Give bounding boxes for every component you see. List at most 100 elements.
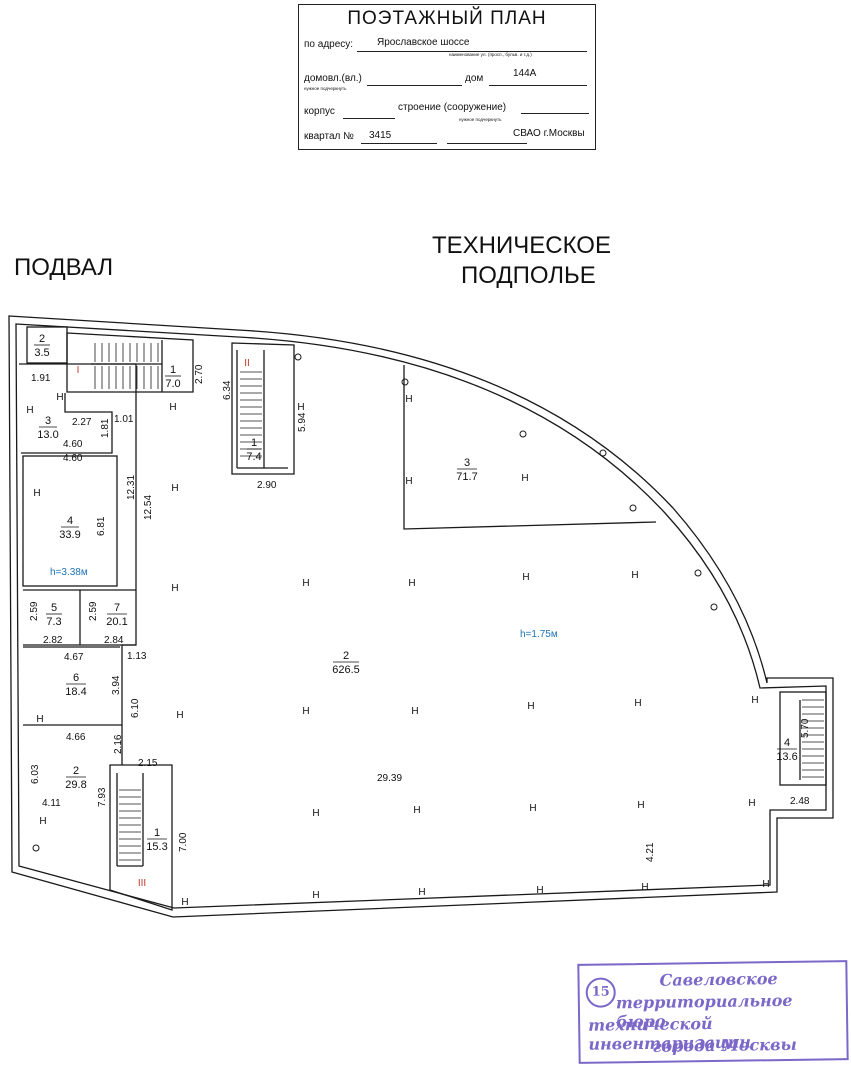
dim: 7.00: [178, 832, 189, 852]
domovl-label: домовл.(вл.): [304, 73, 362, 84]
room-7-area: 20.1: [106, 616, 127, 628]
address-label: по адресу:: [304, 39, 354, 50]
address-line: [357, 51, 587, 52]
room-6-area: 18.4: [65, 686, 86, 698]
room-5-num: 5: [51, 602, 57, 614]
outer-wall: [8, 315, 834, 918]
h-marker: Н: [631, 570, 638, 581]
h-marker: Н: [641, 882, 648, 893]
tech-underfloor-heading-line2: ПОДПОЛЬЕ: [461, 262, 596, 289]
dim: 6.81: [96, 516, 107, 536]
korpus-line: [343, 118, 395, 119]
stair-block-3: [109, 764, 173, 911]
domovl-hint: нужное подчеркнуть: [304, 86, 347, 91]
dim: 6.34: [222, 380, 233, 400]
room-2a-area: 3.5: [34, 347, 49, 359]
room-2b-area: 29.8: [65, 779, 86, 791]
dim: 1.13: [127, 651, 147, 662]
dim: 7.93: [97, 787, 108, 807]
column-marker: [519, 430, 527, 438]
stroenie-hint: нужное подчеркнуть: [459, 117, 502, 122]
dim: 4.66: [66, 732, 86, 743]
dim: 1.01: [114, 414, 134, 425]
h-marker: Н: [748, 798, 755, 809]
h-marker: Н: [26, 405, 33, 416]
room-2b-num: 2: [73, 765, 79, 777]
stair-mark-i: I: [77, 365, 80, 376]
h-marker: Н: [169, 402, 176, 413]
h-marker: Н: [762, 879, 769, 890]
dim: 3.94: [111, 675, 122, 695]
h-marker: Н: [527, 701, 534, 712]
h-marker: Н: [171, 583, 178, 594]
column-marker: [401, 378, 409, 386]
h-marker: Н: [408, 578, 415, 589]
title-heading: ПОЭТАЖНЫЙ ПЛАН: [347, 8, 547, 29]
h-marker: Н: [634, 698, 641, 709]
room-1b-area: 15.3: [146, 841, 167, 853]
room-1a-area: 7.0: [165, 378, 180, 390]
dim: 2.70: [194, 364, 205, 384]
stroenie-line: [521, 113, 589, 114]
room-7-num: 7: [114, 602, 120, 614]
column-marker: [32, 844, 40, 852]
h-marker: Н: [529, 803, 536, 814]
address-value: Ярославское шоссе: [377, 37, 470, 48]
room-71-outline: [403, 365, 657, 530]
basement-heading: ПОДВАЛ: [14, 254, 114, 281]
dim: 2.16: [113, 734, 124, 754]
room-3a-area: 13.0: [37, 429, 58, 441]
column-markers: [32, 353, 718, 852]
h-marker: Н: [39, 816, 46, 827]
h-marker: Н: [521, 473, 528, 484]
dim: 5.94: [297, 412, 308, 432]
room-3a-num: 3: [45, 415, 51, 427]
height-underfloor: h=1.75м: [520, 629, 558, 640]
stroenie-label: строение (сооружение): [398, 102, 507, 113]
column-marker: [629, 504, 637, 512]
area-underlines: [34, 344, 797, 840]
dim: 2.82: [43, 635, 63, 646]
stair-block-1: [66, 332, 194, 393]
stair-block-4: [779, 691, 827, 786]
dim: 5.70: [800, 718, 811, 738]
column-marker: [599, 449, 607, 457]
h-marker: Н: [302, 578, 309, 589]
dim: 2.15: [138, 758, 158, 769]
room-4b-area: 13.6: [776, 751, 797, 763]
dim: 12.31: [126, 475, 137, 500]
h-marker: Н: [176, 710, 183, 721]
room-2c-area: 626.5: [332, 664, 360, 676]
dom-value: 144А: [513, 68, 537, 79]
h-marker: Н: [312, 808, 319, 819]
column-marker: [694, 569, 702, 577]
dim: 4.11: [42, 798, 61, 809]
title-block: ПОЭТАЖНЫЙ ПЛАН по адресу: Ярославское шо…: [298, 4, 596, 150]
dimension-labels: 1.91 2.27 1.01 1.81 4.60 4.60 12.31 12.5…: [29, 364, 811, 862]
h-marker: Н: [751, 695, 758, 706]
stamp-line-4: города Москвы: [652, 1034, 797, 1056]
korpus-label: корпус: [304, 106, 335, 117]
h-marker: Н: [637, 800, 644, 811]
district-line: [447, 143, 527, 144]
room-4a-num: 4: [67, 515, 73, 527]
h-marker: Н: [312, 890, 319, 901]
dim: 1.91: [31, 373, 51, 384]
h-marker: Н: [536, 885, 543, 896]
room-6-num: 6: [73, 672, 79, 684]
dim: 12.54: [143, 495, 154, 520]
room-labels: 2 3.5 1 7.0 3 13.0 4 33.9 5 7.3 7 20.1 6…: [34, 333, 797, 853]
room-3-outline: [21, 393, 113, 454]
stair-block-2: [231, 342, 295, 475]
room-4b-num: 4: [784, 737, 790, 749]
stair-steps: [94, 343, 824, 861]
h-marker: Н: [418, 887, 425, 898]
left-rooms-outline: [19, 363, 137, 392]
stamp-number: 15: [591, 984, 610, 1000]
dom-label: дом: [465, 73, 484, 84]
dim: 2.59: [29, 601, 40, 621]
dim: 4.60: [63, 439, 83, 450]
dim: 29.39: [377, 773, 402, 784]
